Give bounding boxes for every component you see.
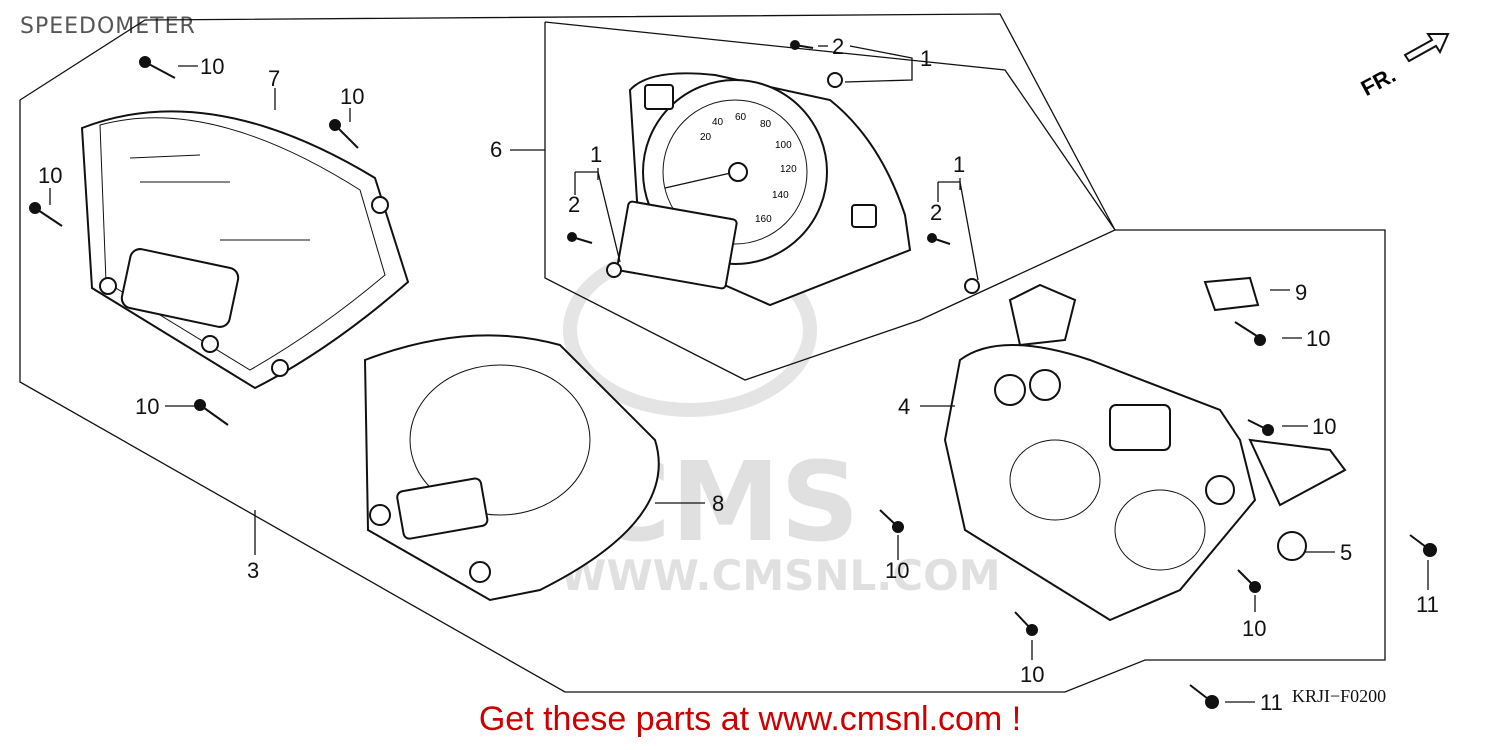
callout-4: 4 [898, 394, 910, 419]
callout-3: 3 [247, 558, 259, 583]
leader-lines [49, 45, 1429, 703]
scale-60: 60 [735, 112, 747, 123]
screws [29, 40, 1437, 709]
bulb-socket-part [1277, 531, 1307, 561]
callout-10: 10 [200, 54, 224, 79]
callout-7: 7 [268, 66, 280, 91]
page-title: SPEEDOMETER [20, 14, 196, 39]
callout-2: 2 [930, 200, 942, 225]
footer-banner-link[interactable]: Get these parts at www.cmsnl.com ! [478, 700, 1022, 738]
front-direction-arrow-icon: FR. [1357, 33, 1450, 101]
callout-6: 6 [490, 137, 502, 162]
scale-80: 80 [760, 119, 772, 130]
callout-11: 11 [1416, 592, 1439, 617]
callout-2: 2 [832, 34, 844, 59]
scale-160: 160 [755, 214, 772, 225]
callout-9: 9 [1295, 280, 1307, 305]
lens-cover-part [80, 110, 410, 390]
callout-8: 8 [712, 491, 724, 516]
diagram-code: KRJI−F0200 [1292, 686, 1387, 706]
callout-1: 1 [920, 46, 932, 71]
callout-2: 2 [568, 192, 580, 217]
meter-visor-part [363, 334, 660, 602]
scale-140: 140 [772, 190, 789, 201]
callout-10: 10 [38, 163, 62, 188]
front-direction-label: FR. [1357, 62, 1400, 101]
watermark-url: WWW.CMSNL.COM [560, 551, 1001, 600]
callout-10: 10 [1242, 616, 1266, 641]
callout-11: 11 [1260, 690, 1283, 715]
callout-numbers: 10 10 10 10 7 3 8 6 4 9 10 10 5 10 10 10… [38, 34, 1439, 715]
callout-10: 10 [135, 394, 159, 419]
assembly-outline [19, 13, 1386, 693]
scale-120: 120 [780, 164, 797, 175]
callout-10: 10 [1020, 662, 1044, 687]
callout-10: 10 [885, 558, 909, 583]
meter-subassembly-outline [544, 21, 1116, 381]
callout-10: 10 [1312, 414, 1336, 439]
meter-case-part [943, 283, 1347, 622]
callout-10: 10 [1306, 326, 1330, 351]
clip-part [1203, 276, 1260, 312]
callout-10: 10 [340, 84, 364, 109]
callout-5: 5 [1340, 540, 1352, 565]
scale-20: 20 [700, 132, 712, 143]
callout-1: 1 [590, 142, 602, 167]
speedometer-face-part: 20 40 60 80 100 120 140 160 [616, 72, 912, 307]
scale-40: 40 [712, 117, 724, 128]
callout-1: 1 [953, 152, 965, 177]
scale-100: 100 [775, 140, 792, 151]
